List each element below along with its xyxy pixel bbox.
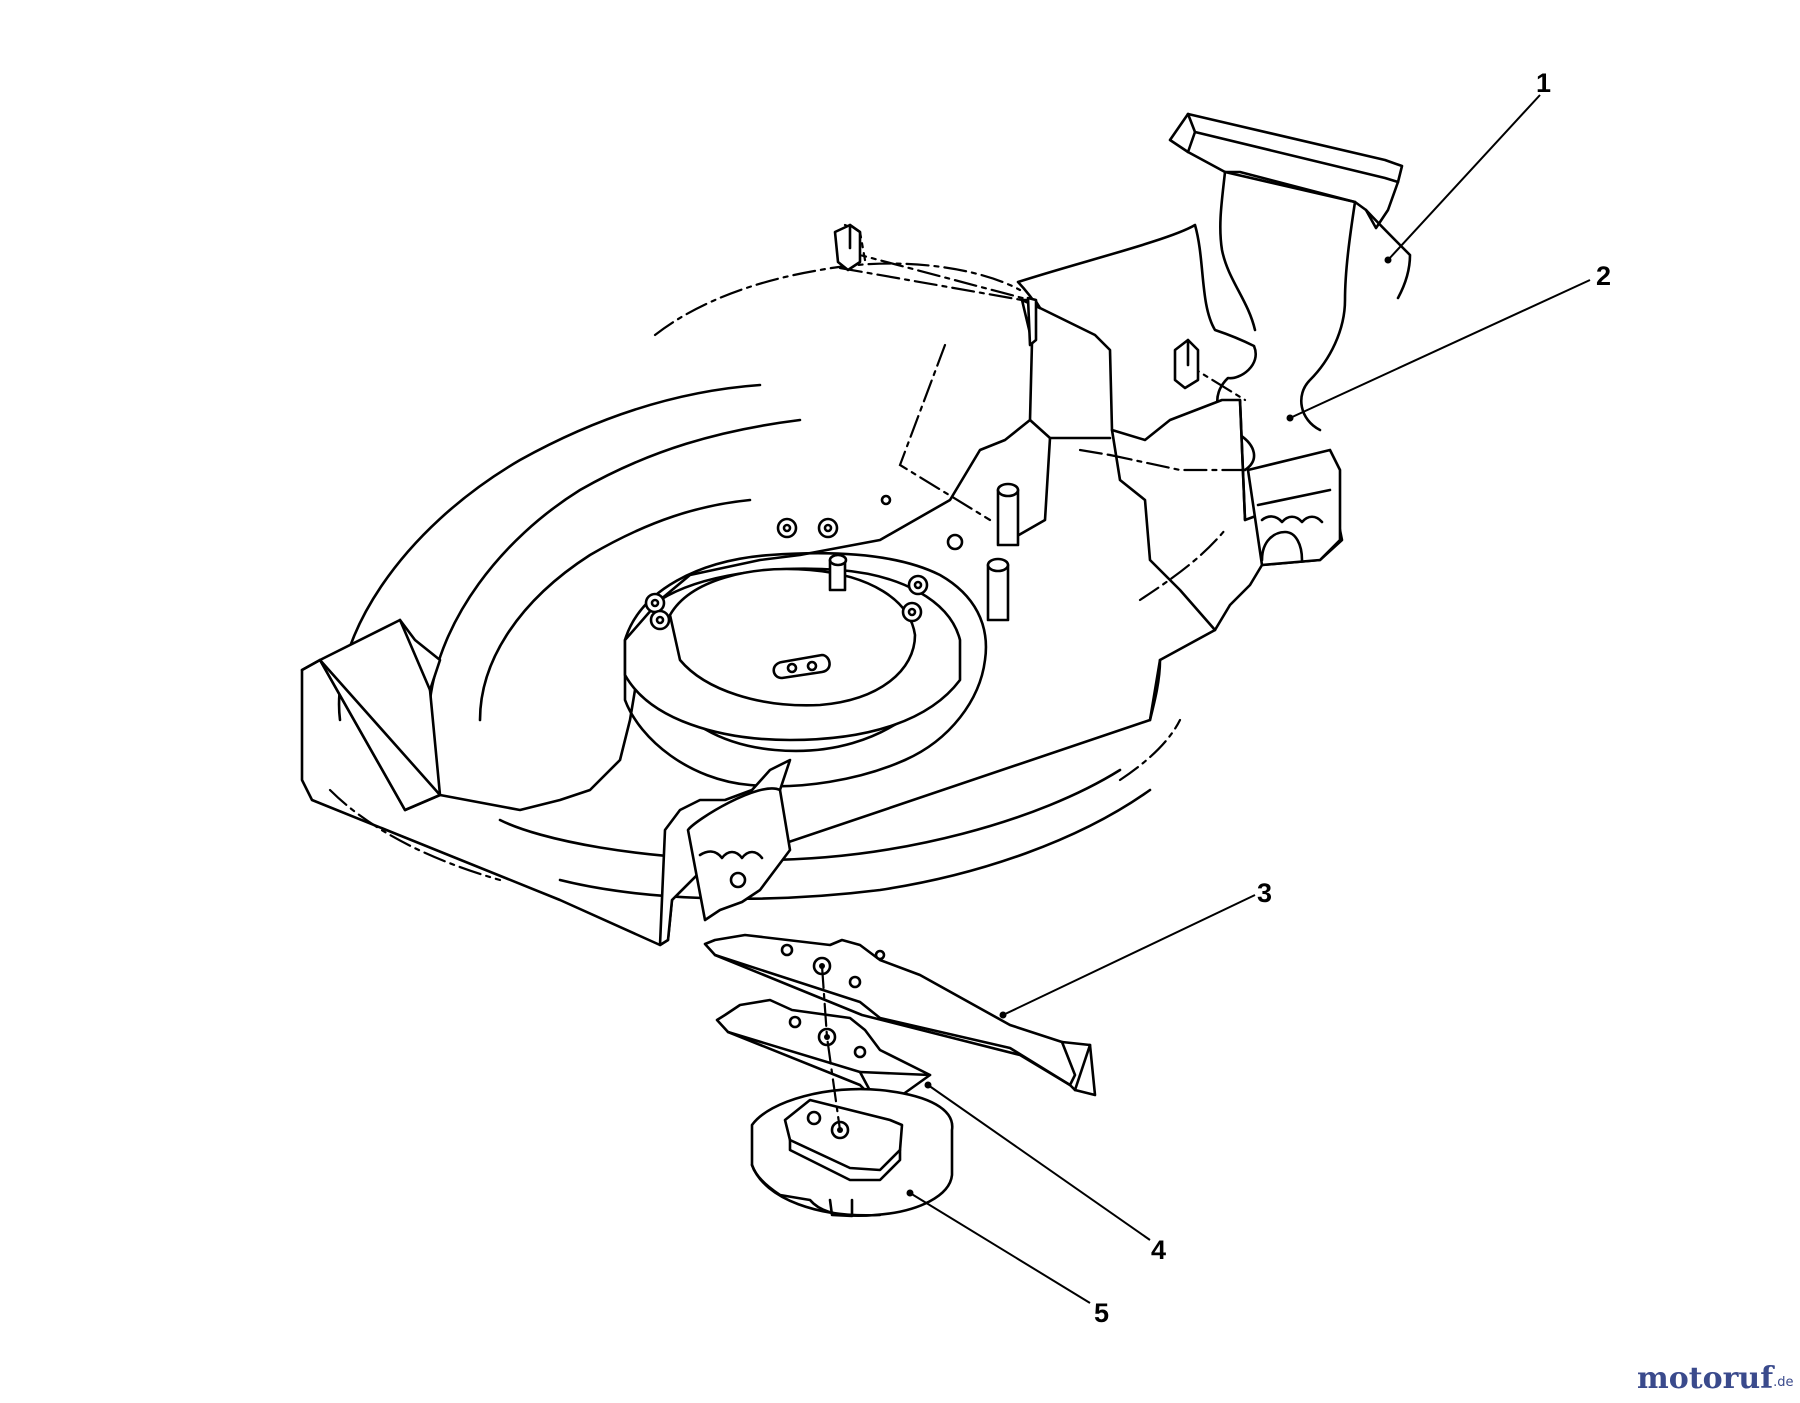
watermark-tld: .de <box>1773 1375 1793 1390</box>
watermark-brand: motoruf <box>1637 1361 1775 1396</box>
callout-4: 4 <box>1151 1235 1166 1265</box>
callout-5: 5 <box>1094 1298 1109 1328</box>
svg-text:motoruf.de: motoruf.de <box>1637 1361 1794 1396</box>
callout-leaders <box>906 94 1591 1304</box>
watermark-logo: motoruf.de <box>1637 1361 1794 1396</box>
callout-labels: 1 2 3 4 5 <box>1094 68 1611 1328</box>
mount-screw-holes <box>644 494 964 631</box>
blade-part <box>703 933 1097 1097</box>
assembly-axis <box>820 964 842 1132</box>
callout-2: 2 <box>1596 261 1611 291</box>
adapter-part <box>750 1087 954 1218</box>
deck-housing-part <box>300 223 1344 947</box>
callout-1: 1 <box>1536 68 1551 98</box>
callout-3: 3 <box>1257 878 1272 908</box>
